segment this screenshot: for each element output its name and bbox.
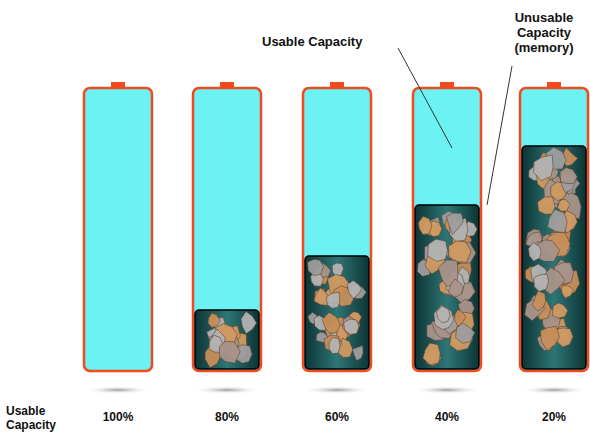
- memory-crystal: [532, 291, 546, 311]
- memory-crystal: [329, 337, 340, 353]
- memory-crystal: [548, 209, 568, 232]
- callout-label: Unusable Capacity (memory): [508, 10, 580, 55]
- callout-label: Usable Capacity: [262, 34, 402, 49]
- memory-crystal: [241, 311, 257, 333]
- memory-crystal: [423, 343, 441, 365]
- memory-crystal: [326, 292, 339, 308]
- battery: [303, 82, 371, 371]
- memory-crystal: [552, 303, 567, 318]
- memory-crystal: [448, 279, 463, 298]
- memory-crystal: [428, 239, 448, 261]
- memory-crystal: [352, 345, 363, 360]
- memory-crystal: [540, 326, 559, 350]
- capacity-value: 20%: [524, 410, 584, 424]
- battery: [520, 82, 588, 371]
- memory-crystal: [436, 306, 450, 323]
- memory-crystal: [219, 341, 240, 363]
- battery: [413, 82, 481, 371]
- memory-crystal: [449, 241, 472, 263]
- battery: [193, 82, 261, 371]
- memory-crystal: [344, 319, 359, 335]
- axis-label: Usable Capacity: [6, 404, 64, 432]
- memory-crystal: [347, 281, 361, 299]
- memory-crystal: [456, 323, 475, 343]
- memory-crystal: [434, 305, 454, 330]
- memory-crystal: [208, 313, 220, 328]
- battery: [84, 82, 152, 371]
- memory-crystal: [561, 285, 573, 298]
- memory-crystal: [528, 243, 541, 262]
- memory-crystal: [343, 316, 359, 334]
- leader-lines: [398, 48, 512, 205]
- memory-crystal: [418, 216, 431, 234]
- memory-crystal: [534, 155, 553, 181]
- capacity-value: 80%: [197, 410, 257, 424]
- memory-crystal: [322, 312, 340, 333]
- shadows: [84, 386, 588, 394]
- memory-crystal: [558, 200, 570, 212]
- memory-crystal: [308, 259, 324, 276]
- battery-cells: [84, 82, 588, 371]
- capacity-value: 100%: [88, 410, 148, 424]
- capacity-value: 60%: [307, 410, 367, 424]
- memory-crystal: [560, 167, 578, 183]
- memory-crystal: [446, 213, 463, 235]
- capacity-value: 40%: [417, 410, 477, 424]
- memory-crystal: [534, 274, 549, 292]
- memory-crystal: [538, 197, 556, 214]
